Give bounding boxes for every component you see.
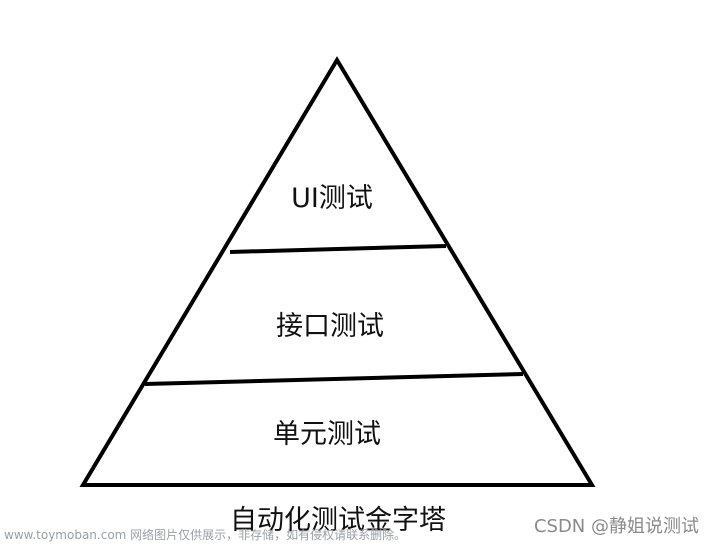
ui-test-layer-label: UI测试 [291, 183, 373, 214]
site-watermark: www.toymoban.com 网络图片仅供展示，非存储，如有侵权请联系删除。 [4, 528, 407, 542]
unit-test-layer-label: 单元测试 [273, 419, 381, 450]
pyramid-title: 自动化测试金字塔 [230, 505, 446, 536]
top-layer-divider [229, 244, 447, 254]
author-watermark: CSDN @静姐说测试 [533, 516, 699, 537]
pyramid-outline [79, 56, 596, 487]
middle-layer-divider [144, 372, 524, 386]
api-test-layer-label: 接口测试 [276, 311, 384, 342]
